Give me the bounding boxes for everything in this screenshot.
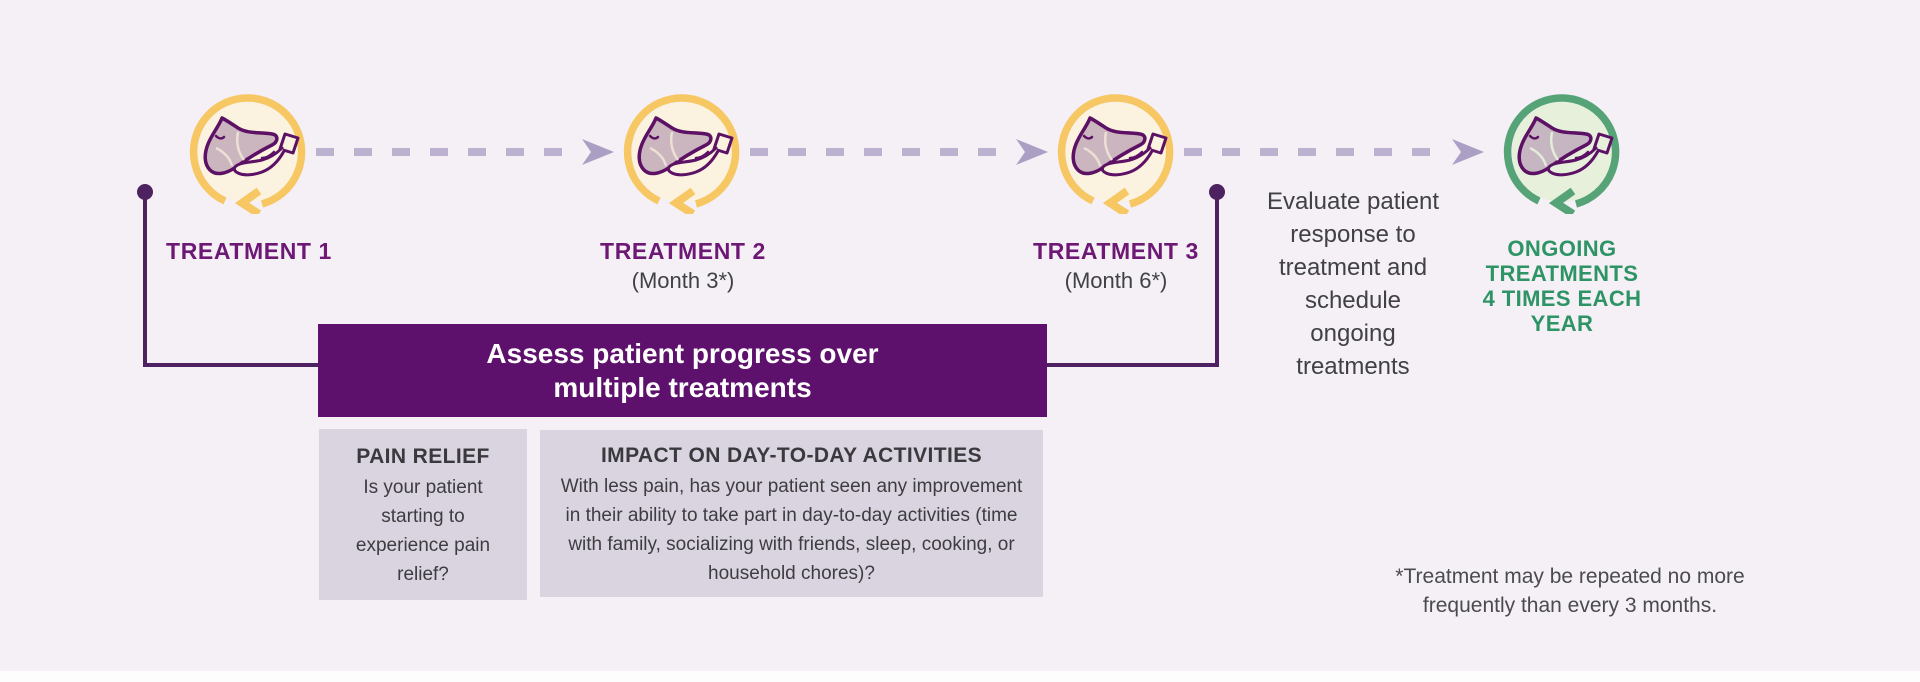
bracket-vertical-left (143, 192, 147, 367)
treatment-3-foot-in-hand-cycle-icon (1054, 90, 1178, 218)
ongoing-treatments-label: ONGOING TREATMENTS 4 TIMES EACH YEAR (1437, 236, 1687, 336)
dashed-arrow-right-icon (316, 137, 616, 167)
ongoing-line-2: TREATMENTS (1485, 261, 1639, 286)
ongoing-line-4: YEAR (1530, 311, 1594, 336)
day-to-day-impact-card: IMPACT ON DAY-TO-DAY ACTIVITIES With les… (540, 430, 1043, 597)
dashed-line (316, 148, 576, 156)
assess-progress-banner: Assess patient progress over multiple tr… (318, 324, 1047, 417)
dashed-arrow-right-icon (750, 137, 1050, 167)
day-to-day-card-title: IMPACT ON DAY-TO-DAY ACTIVITIES (600, 444, 983, 467)
repeat-frequency-footnote: *Treatment may be repeated no more frequ… (1395, 565, 1745, 617)
evaluate-line: Evaluate patient (1266, 188, 1440, 215)
treatment-1-label: TREATMENT 1 (166, 238, 332, 264)
pain-relief-card-title: PAIN RELIEF (356, 445, 490, 468)
day-to-day-card-body: With less pain, has your patient seen an… (560, 476, 1023, 584)
dashed-arrow-right-icon (1184, 137, 1486, 167)
evaluate-line: response to (1290, 221, 1416, 248)
evaluate-line: treatments (1296, 353, 1410, 380)
arrowhead (1452, 139, 1484, 165)
ongoing-line-1: ONGOING (1507, 236, 1617, 261)
bottom-edge-strip (0, 671, 1920, 682)
evaluate-line: treatment and (1278, 254, 1428, 281)
dashed-line (750, 148, 1010, 156)
evaluate-line: ongoing (1310, 320, 1396, 347)
treatment-1-foot-in-hand-cycle-icon: .iconbg{fill:#fbf3df} (186, 90, 310, 218)
banner-line-2: multiple treatments (553, 371, 812, 403)
bracket-horizontal-right (1045, 363, 1219, 367)
banner-line-1: Assess patient progress over (486, 337, 879, 369)
dashed-line (1184, 148, 1446, 156)
evaluate-line: schedule (1304, 287, 1402, 314)
arrowhead (582, 139, 614, 165)
evaluate-note: Evaluate patient response to treatment a… (1235, 185, 1471, 383)
bracket-horizontal-left (143, 363, 318, 367)
pain-relief-card-body: Is your patient starting to experience p… (355, 477, 491, 585)
ongoing-line-3: 4 TIMES EACH (1482, 286, 1642, 311)
treatment-2-foot-in-hand-cycle-icon (620, 90, 744, 218)
treatment-2-label: TREATMENT 2 (600, 238, 766, 264)
bracket-vertical-right (1215, 192, 1219, 367)
treatment-3-label: TREATMENT 3 (1033, 238, 1199, 264)
ongoing-foot-in-hand-cycle-icon (1500, 90, 1624, 218)
arrowhead (1016, 139, 1048, 165)
treatment-2-sublabel: (Month 3*) (631, 268, 735, 293)
treatment-3-sublabel: (Month 6*) (1064, 268, 1168, 293)
pain-relief-card: PAIN RELIEF Is your patient starting to … (319, 429, 527, 600)
